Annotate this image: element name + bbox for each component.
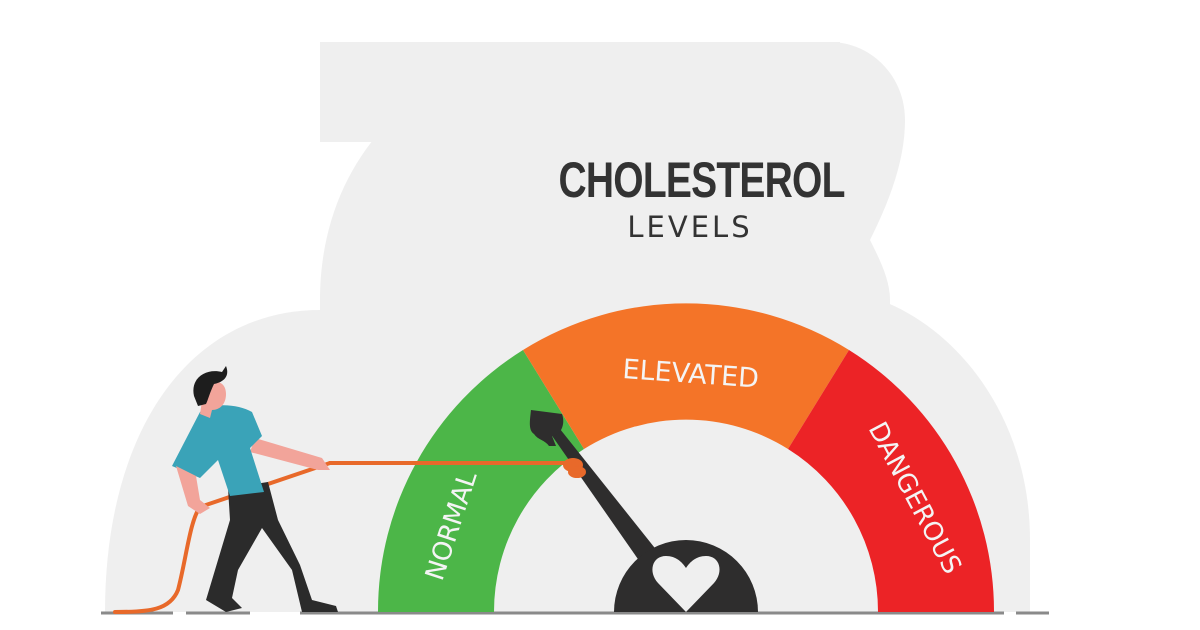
man-back-arm bbox=[250, 438, 330, 470]
needle-tip-icon bbox=[529, 410, 564, 446]
heart-icon bbox=[652, 556, 720, 612]
gauge-segment-elevated bbox=[523, 303, 849, 449]
page-subtitle: LEVELS bbox=[627, 210, 753, 244]
man-legs bbox=[206, 482, 338, 612]
gauge-segment-dangerous bbox=[788, 350, 995, 612]
man-figure bbox=[172, 366, 338, 612]
page-title: CHOLESTEROL bbox=[558, 152, 846, 208]
man-front-arm bbox=[176, 466, 210, 514]
man-hair bbox=[193, 366, 228, 406]
man-shirt bbox=[172, 405, 264, 496]
